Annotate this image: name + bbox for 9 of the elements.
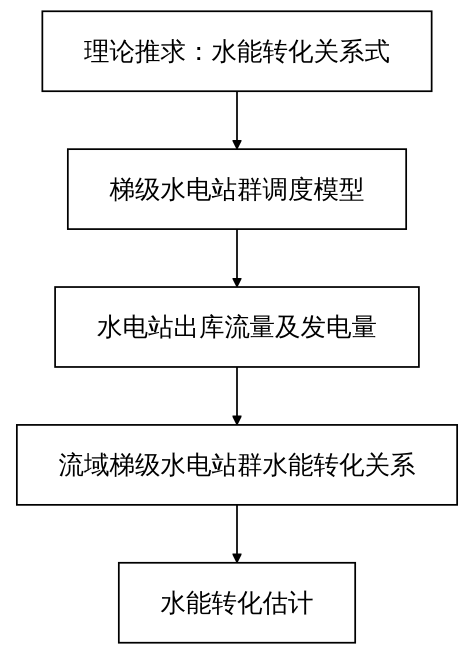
node-box: 水电站出库流量及发电量 [54,286,420,368]
arrow [232,366,242,426]
node-box: 水能转化估计 [118,562,356,644]
node-box: 理论推求：水能转化关系式 [41,10,433,92]
node-box: 梯级水电站群调度模型 [66,148,408,230]
node-box: 流域梯级水电站群水能转化关系 [16,424,458,506]
arrow [232,91,242,150]
arrow [232,504,242,564]
arrow [232,229,242,288]
